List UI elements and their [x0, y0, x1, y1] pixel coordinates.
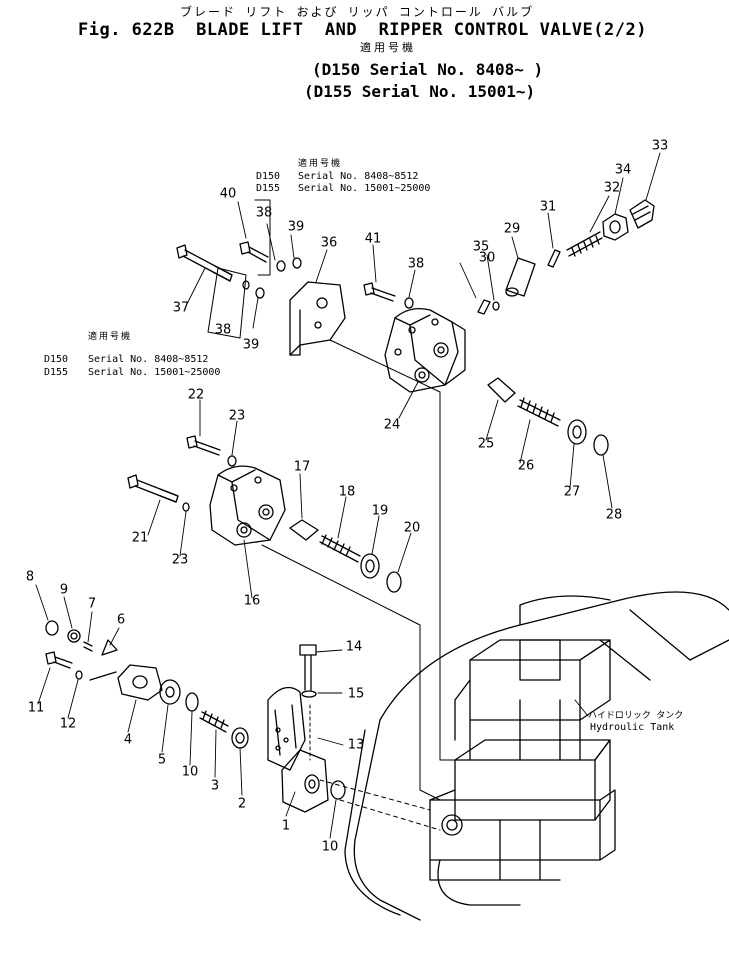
left-note-d150-serial: Serial No. 8408~8512 — [88, 354, 209, 365]
part-number-11: 11 — [27, 700, 45, 716]
tank-label-en: Hydroulic Tank — [590, 722, 675, 733]
part-number-16: 16 — [243, 593, 261, 609]
bolt-37 — [176, 244, 233, 282]
upper-internals — [477, 199, 655, 315]
figure-title: Fig. 622B BLADE LIFT AND RIPPER CONTROL … — [78, 20, 647, 40]
left-group — [45, 620, 249, 749]
applicability-brackets — [207, 199, 271, 339]
serial-range-d150: (D150 Serial No. 8408~ ) — [312, 60, 544, 79]
part-number-20: 20 — [403, 520, 421, 536]
serial-range-d155: (D155 Serial No. 15001~) — [304, 82, 536, 101]
upper-note-d150-serial: Serial No. 8408~8512 — [298, 171, 419, 182]
part-number-17: 17 — [293, 459, 311, 475]
hydraulic-tank-drawing — [344, 591, 729, 921]
upper-note-heading: 適用号機 — [298, 159, 343, 169]
part-number-23: 23 — [171, 552, 189, 568]
title-kana: ブレード リフト および リッパ コントロール バルブ — [180, 5, 535, 19]
part-number-10: 10 — [321, 839, 339, 855]
part-number-12: 12 — [59, 716, 77, 732]
part-number-38: 38 — [214, 322, 232, 338]
tank-label-jp: ハイドロリック タンク — [588, 711, 684, 721]
part-number-31: 31 — [539, 199, 557, 215]
part-number-5: 5 — [157, 752, 167, 768]
washers — [75, 257, 500, 698]
lower-internals — [289, 519, 402, 593]
part-number-38: 38 — [407, 256, 425, 272]
bolt-21 — [127, 474, 179, 503]
part-number-35: 35 — [472, 239, 490, 255]
part-number-32: 32 — [603, 180, 621, 196]
part-number-33: 33 — [651, 138, 669, 154]
bolt-14 — [299, 644, 317, 691]
part-number-3: 3 — [210, 778, 220, 794]
part-number-25: 25 — [477, 436, 495, 452]
bolt-11 — [45, 651, 73, 669]
part-number-22: 22 — [187, 387, 205, 403]
bolt-22 — [186, 435, 221, 456]
left-note-d155: D155 — [44, 367, 69, 378]
part-number-7: 7 — [87, 596, 97, 612]
left-note-heading: 適用号機 — [88, 332, 133, 342]
part-number-18: 18 — [338, 484, 356, 500]
upper-valve-body-24 — [384, 307, 466, 393]
part-number-41: 41 — [364, 231, 382, 247]
part-number-30: 30 — [478, 250, 496, 266]
left-note-d155-serial: Serial No. 15001~25000 — [88, 367, 221, 378]
part-number-36: 36 — [320, 235, 338, 251]
elbow-1-13 — [267, 686, 346, 813]
bracket-36 — [289, 281, 346, 356]
upper-note-d150: D150 — [256, 171, 281, 182]
upper-note-d155: D155 — [256, 183, 281, 194]
part-number-23: 23 — [228, 408, 246, 424]
applicability-heading: 適用号機 — [360, 41, 416, 54]
part-number-24: 24 — [383, 417, 401, 433]
part-number-15: 15 — [347, 686, 365, 702]
part-number-29: 29 — [503, 221, 521, 237]
part-number-9: 9 — [59, 582, 69, 598]
part-number-2: 2 — [237, 796, 247, 812]
part-number-14: 14 — [345, 639, 363, 655]
part-number-40: 40 — [219, 186, 237, 202]
bolt-41 — [363, 282, 396, 302]
part-number-27: 27 — [563, 484, 581, 500]
assembly-lines — [261, 339, 456, 831]
left-note-d150: D150 — [44, 354, 69, 365]
upper-spool-stack — [487, 377, 609, 456]
bolt-40 — [239, 241, 269, 263]
part-number-1: 1 — [281, 818, 291, 834]
part-number-10: 10 — [181, 764, 199, 780]
part-number-34: 34 — [614, 162, 632, 178]
part-number-39: 39 — [287, 219, 305, 235]
lower-valve-body-16 — [209, 465, 286, 546]
part-number-21: 21 — [131, 530, 149, 546]
part-number-4: 4 — [123, 732, 133, 748]
part-number-19: 19 — [371, 503, 389, 519]
part-number-8: 8 — [25, 569, 35, 585]
part-number-6: 6 — [116, 612, 126, 628]
leader-lines — [35, 152, 661, 839]
part-number-39: 39 — [242, 337, 260, 353]
part-number-38: 38 — [255, 205, 273, 221]
part-number-13: 13 — [347, 737, 365, 753]
part-number-28: 28 — [605, 507, 623, 523]
part-number-26: 26 — [517, 458, 535, 474]
upper-note-d155-serial: Serial No. 15001~25000 — [298, 183, 431, 194]
part-number-37: 37 — [172, 300, 190, 316]
